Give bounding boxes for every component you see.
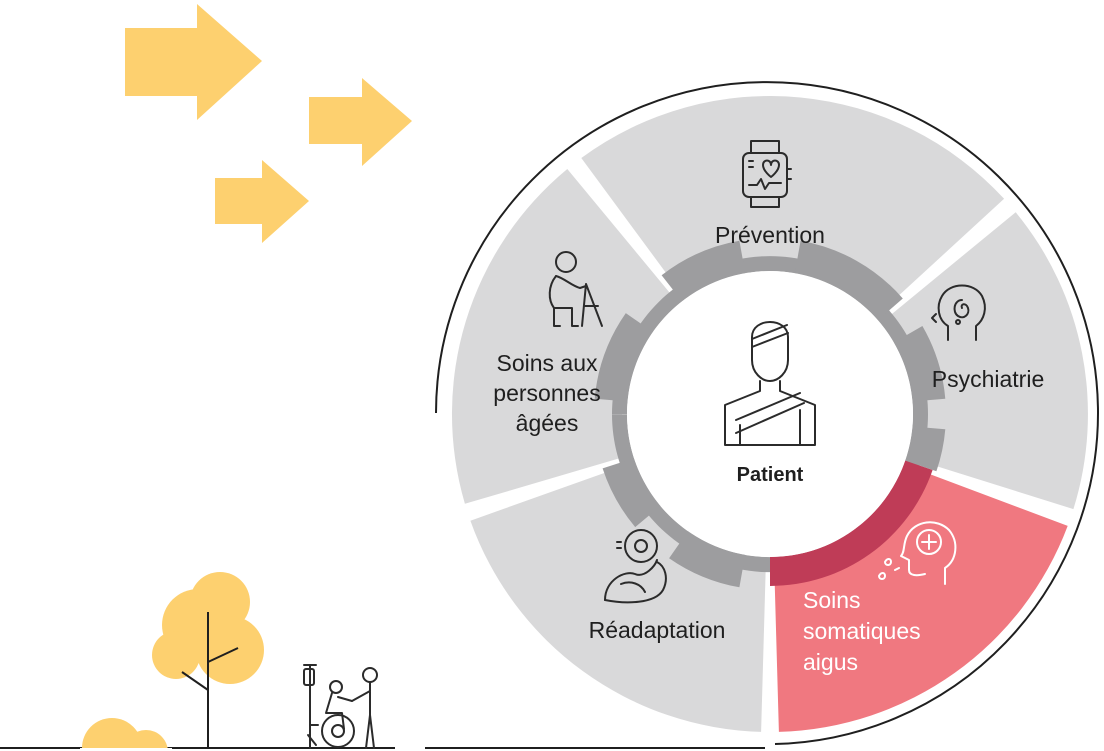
head-with-brain-icon <box>931 284 986 341</box>
gear-ring <box>594 240 946 588</box>
center-circle <box>627 271 913 557</box>
arrow-icon <box>125 4 262 120</box>
segment-label-line: âgées <box>516 410 579 436</box>
segment-label-line: aigus <box>803 649 858 675</box>
outer-arc <box>435 81 1099 745</box>
wheelchair-caregiver-icon <box>303 664 378 749</box>
segment-label-readaptation: Réadaptation <box>589 617 726 643</box>
segment-readaptation <box>470 463 766 732</box>
segment-label-soins-somatiques-aigus: Soins somatiques aigus <box>803 587 921 675</box>
tree-icon <box>152 572 264 748</box>
arrow-icon <box>215 160 309 243</box>
segment-label-line: Soins aux <box>496 350 598 376</box>
gear-tooth <box>905 426 946 472</box>
segment-label-prevention: Prévention <box>715 222 825 248</box>
segment-label-line: Soins <box>803 587 861 613</box>
gear-tooth <box>661 240 746 302</box>
gear-tooth <box>602 458 661 528</box>
bush-icon <box>80 718 172 751</box>
gear-tooth <box>893 326 946 402</box>
gear-tooth <box>594 313 653 402</box>
gear-highlight <box>770 460 933 586</box>
arrows-group <box>125 4 412 243</box>
arm-with-weight-icon <box>604 529 667 604</box>
segment-label-line: somatiques <box>803 618 921 644</box>
head-with-medical-cross-icon <box>878 521 957 585</box>
arrow-icon <box>309 78 412 166</box>
center-label: Patient <box>737 464 804 486</box>
segment-soins-somatiques-aigus <box>774 466 1068 732</box>
smartwatch-heart-icon <box>742 140 792 208</box>
gear-tooth <box>669 531 746 588</box>
segment-label-line: personnes <box>493 380 600 406</box>
patient-with-arm-sling-icon <box>724 321 816 446</box>
gear-tooth <box>794 240 903 321</box>
elderly-person-walker-icon <box>548 251 603 327</box>
segment-label-soins-personnes-agees: Soins aux personnes âgées <box>493 350 600 436</box>
segment-label-psychiatrie: Psychiatrie <box>932 366 1044 392</box>
